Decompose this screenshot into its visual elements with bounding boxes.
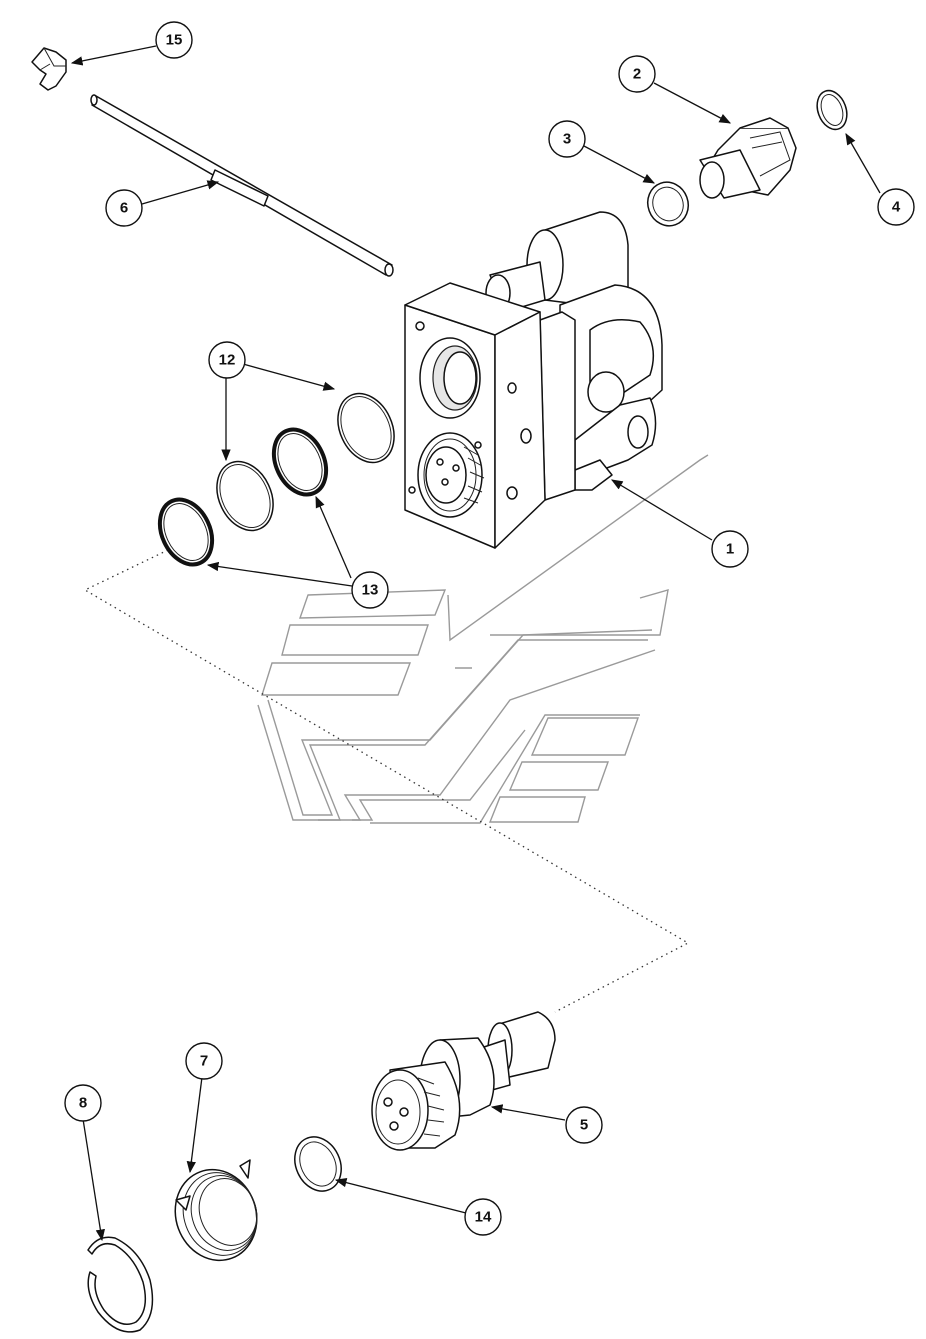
callout-3: 3 xyxy=(548,120,586,158)
callout-4-label: 4 xyxy=(892,199,901,216)
clip-part-15 xyxy=(31,47,67,91)
callout-5-label: 5 xyxy=(580,1117,588,1134)
callout-12-label: 12 xyxy=(219,352,236,369)
ring-part-3 xyxy=(647,181,689,227)
callout-15-label: 15 xyxy=(166,32,183,49)
snap-ring-part-8 xyxy=(87,1236,154,1333)
callout-3-label: 3 xyxy=(563,131,571,148)
callout-12: 12 xyxy=(208,341,246,379)
spool-part-5 xyxy=(371,1011,556,1151)
callout-5: 5 xyxy=(565,1106,603,1144)
callout-15: 15 xyxy=(155,21,193,59)
callout-7-label: 7 xyxy=(200,1053,208,1070)
callout-13-label: 13 xyxy=(362,582,379,599)
callout-1-label: 1 xyxy=(726,541,734,558)
assembly-dotted-line xyxy=(83,549,690,1013)
ring-part-4 xyxy=(816,89,848,131)
callout-14-label: 14 xyxy=(475,1209,492,1226)
callout-2-label: 2 xyxy=(633,66,641,83)
callout-1: 1 xyxy=(711,530,749,568)
callout-8: 8 xyxy=(64,1084,102,1122)
leader-lines xyxy=(70,45,881,1242)
callout-13: 13 xyxy=(351,571,389,609)
washer-part-14 xyxy=(294,1136,342,1192)
o-ring-part-12 xyxy=(216,392,395,532)
callout-4: 4 xyxy=(877,188,915,226)
fitting-part-2 xyxy=(699,117,797,199)
callout-2: 2 xyxy=(618,55,656,93)
spring-part-7 xyxy=(174,1159,258,1262)
watermark-logo xyxy=(257,454,709,824)
rod-part-6 xyxy=(90,94,394,277)
callout-6: 6 xyxy=(105,189,143,227)
callout-7: 7 xyxy=(185,1042,223,1080)
callout-6-label: 6 xyxy=(120,200,128,217)
valve-body-part-1 xyxy=(404,211,663,549)
callout-8-label: 8 xyxy=(79,1095,87,1112)
callout-14: 14 xyxy=(464,1198,502,1236)
backup-ring-part-13 xyxy=(157,427,329,567)
